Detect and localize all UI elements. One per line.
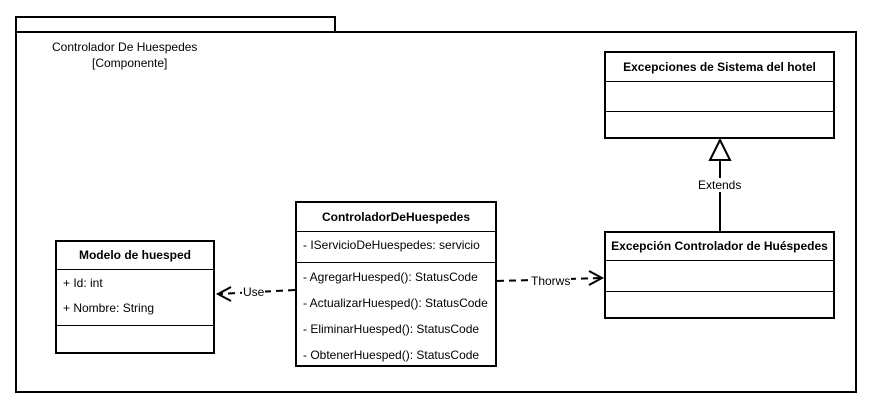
class-excepciones-de-sistema-del-hotel: Excepciones de Sistema del hotel: [604, 51, 835, 139]
throws-label: Thorws: [530, 274, 572, 288]
method: - EliminarHuesped(): StatusCode: [303, 322, 480, 336]
class-excepcion-controlador-de-huespedes: Excepción Controlador de Huéspedes: [604, 231, 835, 319]
class-name: ControladorDeHuespedes: [297, 203, 495, 232]
package-title: Controlador De Huespedes: [52, 40, 198, 54]
attributes-section: [606, 82, 833, 112]
throws-arrowhead: [588, 270, 605, 286]
package-tab: [15, 16, 336, 33]
extends-label: Extends: [697, 178, 743, 192]
class-name: Excepción Controlador de Huéspedes: [606, 233, 833, 261]
attributes-section: [606, 261, 833, 292]
class-modelo-de-huesped: Modelo de huesped + Id: int + Nombre: St…: [55, 240, 215, 354]
class-controlador-de-huespedes: ControladorDeHuespedes - IServicioDeHues…: [295, 201, 497, 367]
attributes-section: + Id: int + Nombre: String: [57, 270, 213, 326]
attributes-section: - IServicioDeHuespedes: servicio: [297, 232, 495, 263]
attribute: - IServicioDeHuespedes: servicio: [303, 238, 480, 252]
class-name: Excepciones de Sistema del hotel: [606, 53, 833, 82]
class-name: Modelo de huesped: [57, 242, 213, 270]
methods-section: - AgregarHuesped(): StatusCode - Actuali…: [297, 263, 495, 373]
attribute: + Id: int: [63, 276, 103, 290]
attribute: + Nombre: String: [63, 301, 155, 315]
method: - ActualizarHuesped(): StatusCode: [303, 296, 488, 310]
use-label: Use: [242, 285, 266, 299]
method: - AgregarHuesped(): StatusCode: [303, 270, 478, 284]
package-stereotype: [Componente]: [92, 56, 168, 70]
use-arrowhead: [215, 286, 232, 302]
extends-arrowhead: [708, 137, 732, 161]
method: - ObtenerHuesped(): StatusCode: [303, 348, 480, 362]
